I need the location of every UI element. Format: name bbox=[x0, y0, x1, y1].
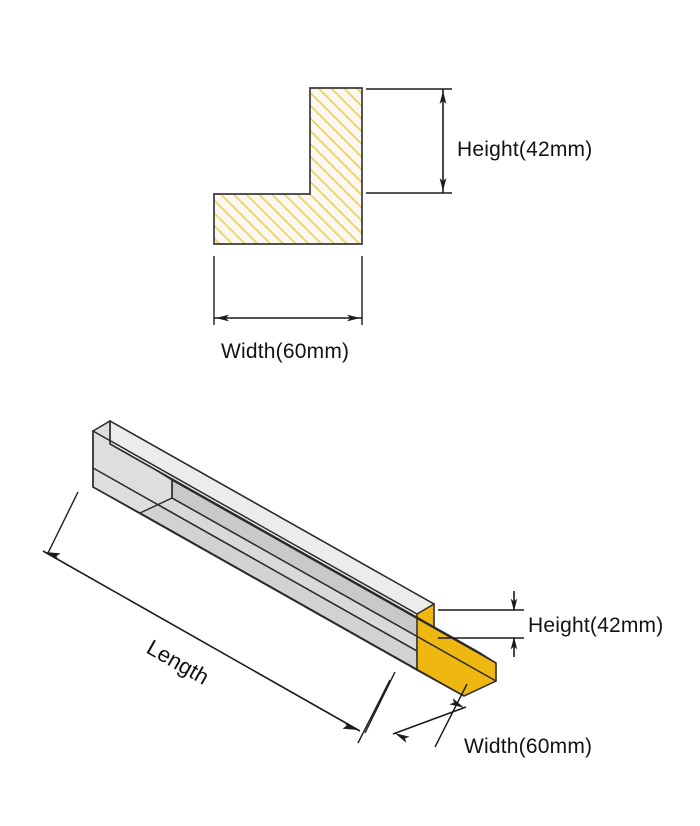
height-label-2d: Height(42mm) bbox=[457, 138, 592, 161]
width-label-3d: Width(60mm) bbox=[464, 735, 592, 758]
length-label-3d: Length bbox=[143, 635, 214, 690]
l-profile-outline bbox=[213, 87, 363, 245]
isometric-view: Length Height(42mm) Width(60mm) bbox=[42, 419, 663, 758]
height-dimension-3d: Height(42mm) bbox=[438, 591, 663, 657]
width-arrow-outer-3d bbox=[449, 698, 464, 708]
length-arrow-far bbox=[45, 552, 61, 561]
width-label-2d: Width(60mm) bbox=[221, 340, 349, 363]
near-end-cross-section bbox=[416, 602, 497, 697]
width-dimension-line-3d bbox=[392, 706, 467, 735]
height-label-3d: Height(42mm) bbox=[528, 614, 663, 637]
length-extension-line-near bbox=[364, 671, 396, 734]
cross-section-view: Height(42mm) Width(60mm) bbox=[213, 87, 592, 363]
height-arrow-top-3d bbox=[510, 598, 518, 611]
height-dimension-2d: Height(42mm) bbox=[366, 88, 592, 194]
height-arrow-bottom-2d bbox=[439, 178, 447, 191]
width-extension-line-inner-3d bbox=[357, 679, 391, 744]
width-extension-line-outer-3d bbox=[434, 683, 468, 748]
width-dimension-3d: Width(60mm) bbox=[357, 679, 592, 758]
width-arrow-right-2d bbox=[347, 314, 360, 322]
length-arrow-near bbox=[342, 721, 358, 730]
width-arrow-inner-3d bbox=[395, 733, 410, 743]
l-profile-hatch-fill bbox=[214, 88, 362, 244]
width-dimension-2d: Width(60mm) bbox=[213, 256, 363, 363]
length-extension-line-far bbox=[47, 491, 79, 554]
height-arrow-top-2d bbox=[439, 91, 447, 104]
width-arrow-left-2d bbox=[216, 314, 229, 322]
end-face-yellow bbox=[416, 602, 497, 697]
beam-outline bbox=[92, 420, 497, 697]
length-dimension-line bbox=[42, 550, 361, 732]
height-arrow-bottom-3d bbox=[510, 637, 518, 650]
